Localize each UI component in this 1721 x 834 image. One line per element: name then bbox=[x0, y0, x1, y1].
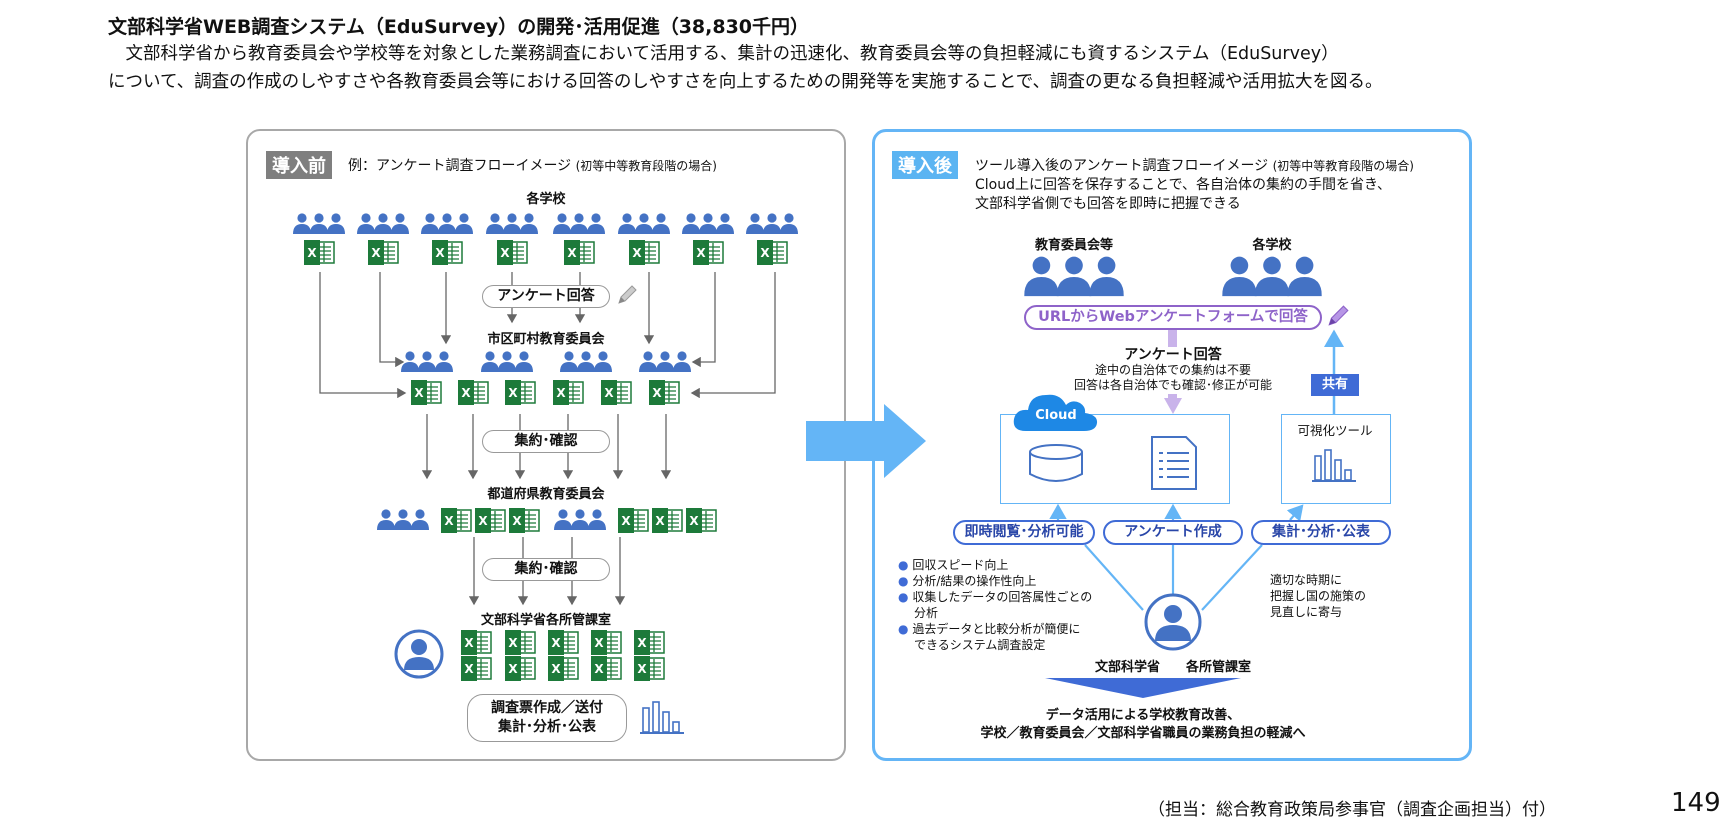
after-ministry-label: 文部科学省 各所管課室 bbox=[1094, 660, 1251, 675]
after-panel bbox=[872, 129, 1472, 761]
intro-text: 文部科学省から教育委員会や学校等を対象とした業務調査において活用する、集計の迅速… bbox=[108, 40, 1668, 96]
after-caption-line-2: Cloud上に回答を保存することで、各自治体の集約の手間を省き、 bbox=[975, 177, 1392, 193]
after-answer-title: アンケート回答 bbox=[1124, 347, 1222, 363]
survey-create-pill: アンケート作成 bbox=[1103, 520, 1243, 545]
before-badge: 導入前 bbox=[266, 151, 332, 179]
result-arrow bbox=[1045, 678, 1241, 698]
contact-note: （担当：総合教育政策局参事官（調査企画担当）付） bbox=[1148, 800, 1556, 820]
visualization-box bbox=[1281, 414, 1391, 504]
cloud-label: Cloud bbox=[1035, 408, 1077, 423]
final-pill-line-1: 調査票作成／送付 bbox=[491, 700, 603, 716]
url-form-pill: URLからWebアンケートフォームで回答 bbox=[1024, 305, 1322, 330]
city-board-label: 市区町村教育委員会 bbox=[487, 332, 605, 347]
after-boards-label: 教育委員会等 bbox=[1034, 238, 1113, 253]
user-icon bbox=[1144, 593, 1202, 651]
user-icon bbox=[394, 629, 444, 679]
after-caption-line-3: 文部科学省側でも回答を即時に把握できる bbox=[975, 196, 1241, 212]
ministry-label: 文部科学省各所管課室 bbox=[480, 613, 611, 628]
page-title: 文部科学省WEB調査システム（EduSurvey）の開発･活用促進（38,830… bbox=[108, 16, 810, 38]
after-caption: ツール導入後のアンケート調査フローイメージ (初等中等教育段階の場合) Clou… bbox=[975, 157, 1414, 214]
after-badge: 導入後 bbox=[892, 151, 958, 179]
instant-view-pill: 即時閲覧･分析可能 bbox=[953, 520, 1095, 545]
cloud-storage-box bbox=[1000, 414, 1230, 504]
user-group-icon bbox=[1218, 254, 1326, 300]
before-caption: 例：アンケート調査フローイメージ (初等中等教育段階の場合) bbox=[348, 157, 717, 176]
before-aggregate-pill-1: 集約･確認 bbox=[482, 430, 610, 453]
database-icon bbox=[1029, 444, 1083, 482]
transition-arrow bbox=[806, 404, 926, 478]
benefit-item: ● 過去データと比較分析が簡便に bbox=[898, 622, 1081, 636]
after-schools-label: 各学校 bbox=[1252, 238, 1292, 253]
after-caption-sub: (初等中等教育段階の場合) bbox=[1272, 159, 1414, 173]
benefit-item-cont: できるシステム調査設定 bbox=[914, 638, 1046, 652]
policy-note: 適切な時期に 把握し国の施策の 見直しに寄与 bbox=[1270, 573, 1367, 619]
before-answer-pill: アンケート回答 bbox=[482, 285, 610, 308]
page-number: 149 bbox=[1671, 788, 1721, 818]
bar-chart-icon bbox=[1312, 446, 1356, 482]
checklist-icon bbox=[1151, 436, 1197, 490]
after-answer-note-2: 回答は各自治体でも確認･修正が可能 bbox=[1073, 378, 1272, 392]
conclusion-line-1: データ活用による学校教育改善、 bbox=[1045, 708, 1241, 723]
share-badge: 共有 bbox=[1311, 374, 1359, 396]
benefit-item-cont: 分析 bbox=[914, 606, 939, 620]
intro-line-1: 文部科学省から教育委員会や学校等を対象とした業務調査において活用する、集計の迅速… bbox=[108, 44, 1339, 64]
final-pill-line-2: 集計･分析･公表 bbox=[498, 719, 596, 735]
conclusion-line-2: 学校／教育委員会／文部科学省職員の業務負担の軽減へ bbox=[980, 726, 1306, 741]
before-schools-label: 各学校 bbox=[526, 192, 566, 207]
benefit-item: ● 収集したデータの回答属性ごとの bbox=[898, 590, 1093, 604]
after-answer-note-1: 途中の自治体での集約は不要 bbox=[1094, 363, 1251, 377]
before-caption-sub: (初等中等教育段階の場合) bbox=[575, 159, 717, 173]
benefits-list: ● 回収スピード向上 ● 分析/結果の操作性向上 ● 収集したデータの回答属性ご… bbox=[898, 557, 1092, 653]
cloud-icon bbox=[1013, 394, 1098, 431]
before-caption-main: 例：アンケート調査フローイメージ bbox=[348, 158, 572, 174]
benefit-item: ● 分析/結果の操作性向上 bbox=[898, 574, 1037, 588]
viz-label: 可視化ツール bbox=[1297, 423, 1373, 438]
benefit-item: ● 回収スピード向上 bbox=[898, 558, 1009, 572]
stats-publish-pill: 集計･分析･公表 bbox=[1251, 520, 1391, 545]
before-final-pill: 調査票作成／送付 集計･分析･公表 bbox=[467, 694, 627, 742]
intro-line-2: について、調査の作成のしやすさや各教育委員会等における回答のしやすさを向上するた… bbox=[108, 72, 1383, 92]
before-aggregate-pill-2: 集約･確認 bbox=[482, 558, 610, 581]
pencil-icon bbox=[618, 285, 637, 304]
pref-board-label: 都道府県教育委員会 bbox=[487, 487, 605, 502]
after-caption-main: ツール導入後のアンケート調査フローイメージ bbox=[975, 158, 1269, 174]
pencil-icon bbox=[1328, 305, 1349, 326]
user-group-icon bbox=[1020, 254, 1128, 300]
